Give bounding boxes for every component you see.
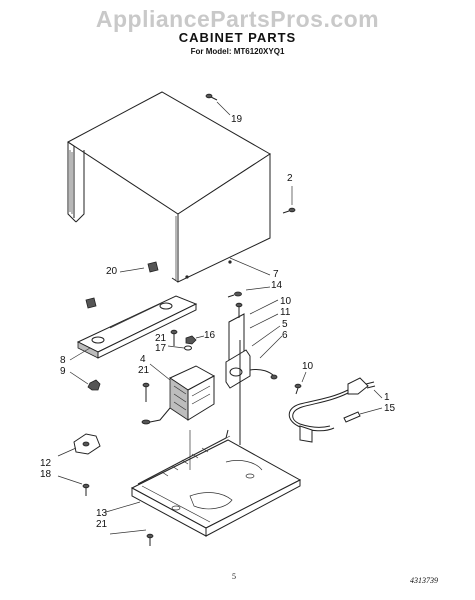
rail-bracket-part-8 [69,295,198,361]
callout-7: 7 [273,269,279,280]
leader-14 [245,286,271,291]
callout-12: 12 [40,458,52,469]
callout-13: 13 [96,508,108,519]
callout-19: 19 [231,114,243,125]
callout-21-middle: 21 [138,365,150,376]
capacitor-assembly-part-5 [225,299,283,445]
callout-2: 2 [287,173,293,184]
callout-10-upper: 10 [280,296,292,307]
callout-11: 11 [280,307,291,318]
callout-18: 18 [40,469,52,480]
base-tray-part-13 [105,429,302,537]
callout-16: 16 [204,330,216,341]
screw-part-19 [205,93,231,116]
screw-part-18 [57,475,90,496]
cabinet-wrapper [67,91,271,283]
callout-14: 14 [271,280,283,291]
screw-part-21-upper [170,329,178,346]
page-number: 5 [232,572,236,581]
callout-6: 6 [282,330,288,341]
screw-part-21-lower [109,529,154,546]
page-title: CABINET PARTS [178,30,297,45]
power-cord-part-1 [288,377,383,443]
callout-21-upper: 21 [155,333,167,344]
watermark: AppliancePartsPros.com [95,6,380,32]
transformer-part-4 [141,363,216,425]
screw-part-21-middle [142,382,150,402]
callout-21-lower: 21 [96,519,108,530]
callout-8: 8 [60,355,66,366]
screw-part-2 [282,186,296,214]
nut-part-16 [185,335,205,345]
strain-relief-part-15 [343,407,383,423]
document-number: 4313739 [410,576,438,585]
hinge-bracket-part-12 [57,433,101,457]
screw-part-14 [227,291,242,298]
screw-part-10-lower [294,371,307,395]
callout-1: 1 [384,392,390,403]
callout-15: 15 [384,403,396,414]
washer-part-17 [167,345,192,351]
leader-7 [229,257,271,276]
callout-20: 20 [106,266,118,277]
foot-part-20 [85,261,159,309]
callout-17: 17 [155,343,167,354]
model-subtitle: For Model: MT6120XYQ1 [190,47,285,56]
callout-4: 4 [140,354,146,365]
callout-10-lower: 10 [302,361,314,372]
callout-9: 9 [60,366,66,377]
nut-part-9 [69,371,101,391]
callout-5: 5 [282,319,288,330]
